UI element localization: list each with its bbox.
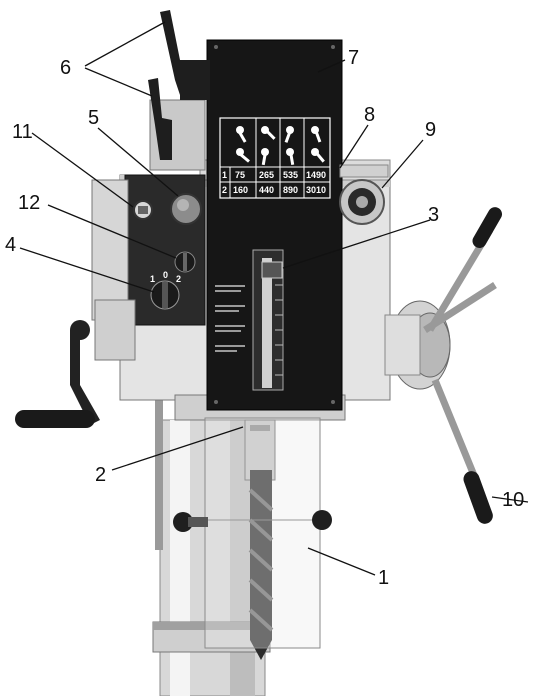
- chuck-guard: [204, 417, 321, 649]
- selector-label-1: 1: [150, 274, 155, 284]
- speed-row-1-cell-4: 1490: [306, 170, 326, 180]
- selector-label-0: 0: [163, 270, 168, 280]
- speed-row-2-cell-2: 440: [259, 185, 274, 195]
- callout-4: 4: [5, 234, 17, 256]
- callout-10: 10: [502, 489, 525, 511]
- callout-5: 5: [88, 107, 100, 129]
- callout-11: 11: [12, 121, 33, 143]
- speed-levers: [148, 10, 210, 171]
- belt-position-icons: [236, 126, 325, 166]
- selector-label-2: 2: [176, 274, 181, 284]
- speed-row-1-cell-2: 265: [259, 170, 274, 180]
- speed-row-1-cell-1: 75: [235, 170, 245, 180]
- speed-row-1-index: 1: [222, 170, 227, 180]
- callout-8: 8: [364, 104, 376, 126]
- callout-3: 3: [428, 204, 440, 226]
- callout-12: 12: [18, 192, 41, 214]
- leader-lines: [19, 21, 529, 576]
- drill-bit: [248, 470, 274, 660]
- speed-row-1-cell-3: 535: [283, 170, 298, 180]
- callout-1: 1: [378, 567, 390, 589]
- callout-7: 7: [348, 47, 360, 69]
- speed-row-2-cell-3: 890: [283, 185, 298, 195]
- column-rack: [155, 400, 163, 550]
- speed-row-2-cell-1: 160: [233, 185, 248, 195]
- feed-handles: [384, 207, 502, 524]
- callout-2: 2: [95, 464, 107, 486]
- speed-row-2-cell-4: 3010: [306, 185, 326, 195]
- handwheel-crank: [15, 299, 136, 428]
- callout-6: 6: [60, 57, 72, 79]
- speed-row-2-index: 2: [222, 185, 227, 195]
- callout-9: 9: [425, 119, 437, 141]
